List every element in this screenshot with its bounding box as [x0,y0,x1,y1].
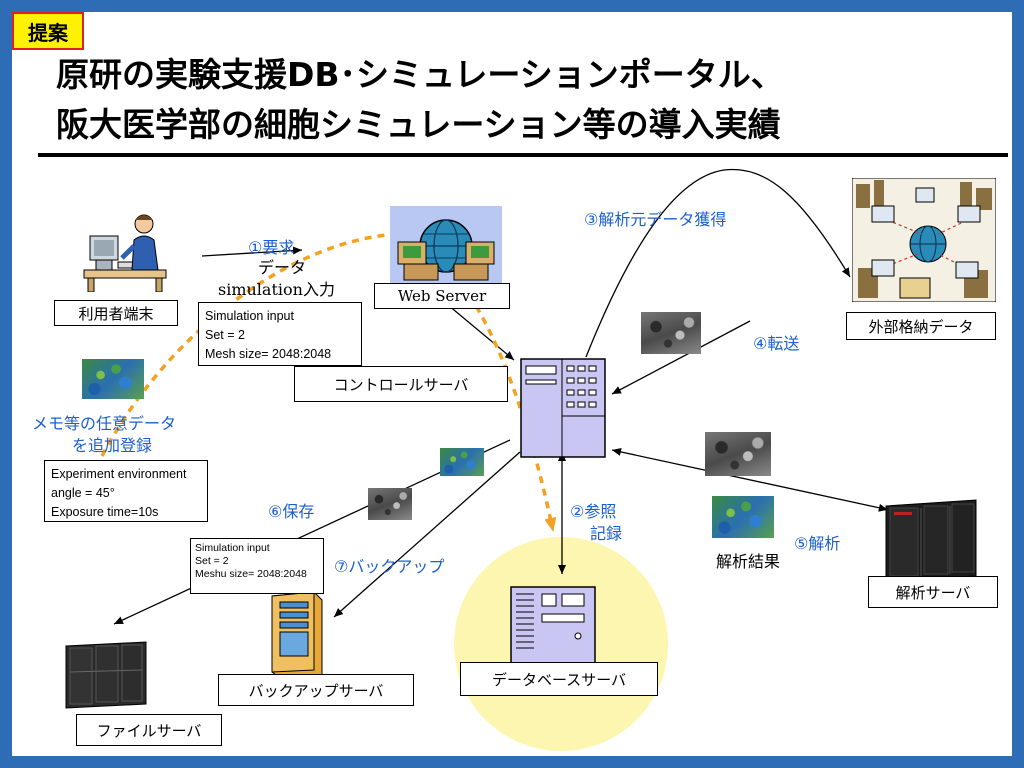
title-line-2: 阪大医学部の細胞シミュレーション等の導入実績 [56,105,781,144]
external-data-label: 外部格納データ [846,312,996,340]
note-line: Simulation input [205,309,294,323]
web-server-label: Web Server [374,283,510,309]
analysis-server-label: 解析サーバ [868,576,998,608]
data-input-label-2: simulation入力 [218,280,335,299]
note-line: Experiment environment [51,467,187,481]
globe-network-icon [390,206,502,294]
acquire-label: ③解析元データ獲得 [584,210,727,229]
storage-array-icon [65,641,147,709]
proposal-badge: 提案 [12,12,84,50]
slide: 提案 原研の実験支援DB･シミュレーションポータル、 阪大医学部の細胞シミュレー… [12,12,1012,756]
analysis-result-label: 解析結果 [716,552,781,571]
experiment-environment-note: Experiment environment angle = 45° Expos… [44,460,208,522]
arrow-acquire [585,168,851,358]
title-underline [38,153,1008,157]
arrow-analyze [611,447,888,512]
reference-label-2: 記録 [590,524,623,543]
arrow-request [201,246,303,257]
user-terminal-label: 利用者端末 [54,300,178,326]
memo-label-1: メモ等の任意データ [32,414,177,433]
note-line: Mesh size= 2048:2048 [205,347,332,361]
note-line: Exposure time=10s [51,505,159,519]
network-world-icon [852,178,996,302]
grayscale-thumbnail-top [641,312,701,354]
person-at-computer-icon [83,214,167,292]
control-server-label: コントロールサーバ [294,366,508,402]
note-line: Set = 2 [205,328,245,342]
backup-server-label: バックアップサーバ [218,674,414,706]
tower-pc-icon [271,592,323,678]
request-label: ①要求 [248,238,295,257]
reference-label-1: ②参照 [570,502,617,521]
satellite-thumbnail-save [440,448,484,476]
server-rack-icon [520,358,606,458]
file-server-label: ファイルサーバ [76,714,222,746]
note-line: Meshu size= 2048:2048 [195,568,307,580]
data-input-label-1: データ [258,258,307,277]
memo-label-2: を追加登録 [72,436,153,455]
arrow-backup [333,451,521,618]
database-server-icon [510,586,596,664]
note-line: Set = 2 [195,555,229,567]
backup-label: ⑦バックアップ [334,557,445,576]
satellite-thumbnail-left [82,359,144,399]
satellite-thumbnail-result [712,496,774,538]
note-line: Simulation input [195,542,270,554]
page-title: 原研の実験支援DB･シミュレーションポータル、 阪大医学部の細胞シミュレーション… [56,50,996,150]
simulation-input-note-small: Simulation input Set = 2 Meshu size= 204… [190,538,324,594]
grayscale-thumbnail-save [368,488,412,520]
arrow-transfer [611,320,751,395]
save-label: ⑥保存 [268,502,315,521]
supercomputer-icon [885,499,977,581]
transfer-label: ④転送 [753,334,800,353]
grayscale-thumbnail-mid [705,432,771,476]
database-server-label: データベースサーバ [460,662,658,696]
title-line-1: 原研の実験支援DB･シミュレーションポータル、 [56,55,784,94]
note-line: angle = 45° [51,486,115,500]
simulation-input-note: Simulation input Set = 2 Mesh size= 2048… [198,302,362,366]
arrow-web-to-control [441,299,515,361]
analyze-label: ⑤解析 [794,534,841,553]
